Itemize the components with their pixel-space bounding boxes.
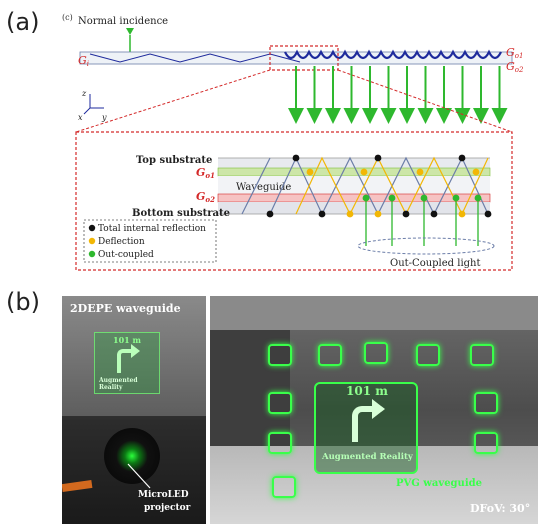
ray-dot <box>484 210 492 218</box>
outcoupled-arrows <box>288 66 508 124</box>
g-o2-label: Go2 <box>196 190 215 204</box>
normal-incidence-label: Normal incidence <box>78 16 168 27</box>
waveguide-schematic: (c) Normal incidence Gi Go1 Go2 z x y To… <box>62 13 524 271</box>
axis-z: z <box>81 89 87 98</box>
ray-dot <box>416 168 424 176</box>
ray-dot <box>346 210 354 218</box>
ray-dot <box>360 168 368 176</box>
sublabel-c: (c) <box>62 13 73 22</box>
legend-box <box>83 219 217 263</box>
mail-icon <box>268 344 292 366</box>
ar-label-small: Augmented Reality <box>99 377 138 391</box>
ray-dot <box>430 210 438 218</box>
music-icon <box>364 342 388 364</box>
orange-cable <box>62 479 93 493</box>
zoom-region <box>269 45 339 71</box>
g-o1-layer <box>217 167 491 177</box>
turn-arrow-large-icon <box>352 406 380 442</box>
g-i-label: Gi <box>78 54 89 68</box>
camera-icon <box>318 344 342 366</box>
g-o2-layer <box>217 193 491 203</box>
ray-dot <box>318 210 326 218</box>
card-icon <box>416 344 440 366</box>
g-o2-top-label: Go2 <box>506 60 524 74</box>
ar-distance-small: 101 m <box>113 335 141 345</box>
gauge-icon <box>268 392 292 414</box>
map-icon <box>268 432 292 454</box>
axis-triad <box>83 94 104 115</box>
legend-deflection: Deflection <box>98 237 145 247</box>
ar-panel-large: 101 m Augmented Reality <box>314 382 418 474</box>
ray-dot <box>374 154 382 162</box>
legend-outcoupled: Out-coupled <box>98 250 154 260</box>
grating-coils <box>284 49 502 60</box>
photo-prototype: 2DEPE waveguide 101 m Augmented Reality … <box>62 296 206 524</box>
seal-icon <box>272 476 296 498</box>
projector-label-line2: projector <box>144 503 191 513</box>
atom-icon <box>474 432 498 454</box>
turn-arrow-small-icon <box>117 349 137 373</box>
outcoupled-ellipse <box>357 237 495 255</box>
ray-dot <box>458 154 466 162</box>
ray-dot <box>266 210 274 218</box>
ray-dot <box>292 154 300 162</box>
photo-title: 2DEPE waveguide <box>70 302 181 315</box>
projector-label-line1: MicroLED <box>138 490 189 500</box>
top-substrate-label: Top substrate <box>136 155 212 166</box>
g-o1-label: Go1 <box>196 166 215 180</box>
ray-dot <box>374 210 382 218</box>
outcoupled-light-label: Out-Coupled light <box>390 258 481 269</box>
axis-y: y <box>101 113 107 122</box>
axis-x: x <box>78 113 83 122</box>
cart-icon <box>474 392 498 414</box>
legend-tir: Total internal reflection <box>98 224 206 234</box>
panel-label-b: (b) <box>6 288 40 316</box>
ray-dot <box>458 210 466 218</box>
ar-panel-small: 101 m Augmented Reality <box>94 332 160 394</box>
projector-lens <box>104 428 160 484</box>
photo-ar-view: 101 m Augmented Reality PVG waveguide DF… <box>210 296 538 524</box>
incidence-triangle <box>126 28 134 35</box>
outcoupled-lines <box>365 198 479 246</box>
waveguide-label: Waveguide <box>236 182 291 193</box>
g-o1-top-label: Go1 <box>506 46 523 60</box>
ar-label-large: Augmented Reality <box>322 452 413 462</box>
ar-distance-large: 101 m <box>346 384 388 398</box>
dfov-label: DFoV: 30° <box>470 502 531 515</box>
bottom-substrate-label: Bottom substrate <box>132 208 230 219</box>
pvg-label: PVG waveguide <box>396 478 482 489</box>
ray-dot <box>306 168 314 176</box>
timer-icon <box>470 344 494 366</box>
ray-dot <box>472 168 480 176</box>
ray-dot <box>402 210 410 218</box>
interaction-dots <box>266 154 492 218</box>
panel-label-a: (a) <box>6 8 40 36</box>
zigzag-ray <box>89 53 301 63</box>
